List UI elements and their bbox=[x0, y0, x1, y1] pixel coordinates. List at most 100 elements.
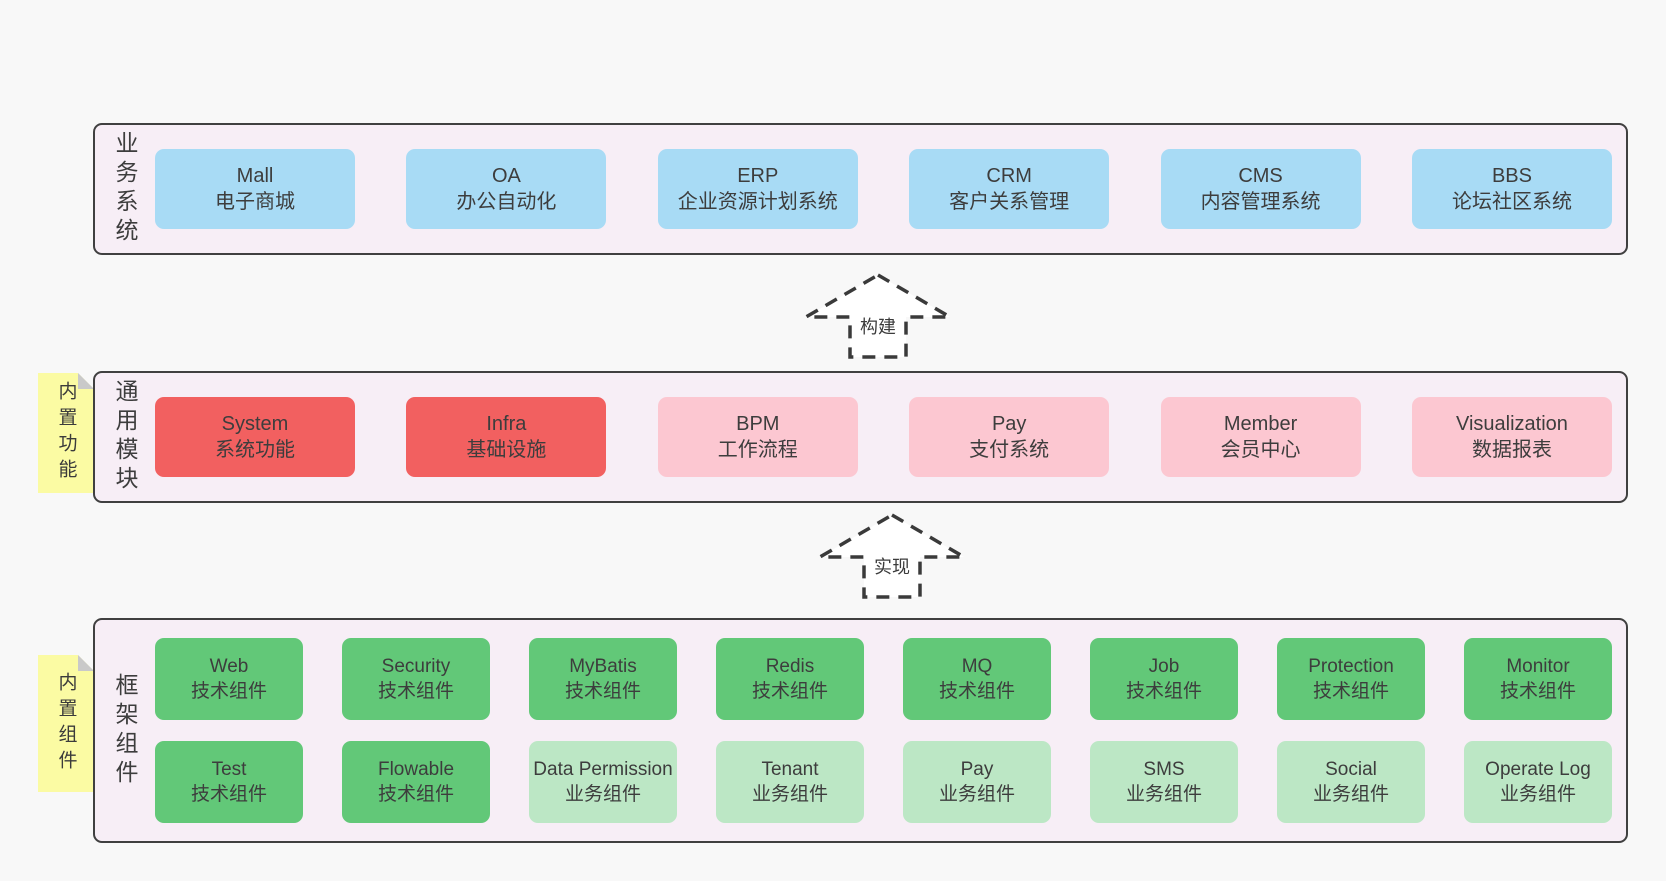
box-subtitle: 基础设施 bbox=[466, 439, 547, 461]
box-subtitle: 数据报表 bbox=[1471, 439, 1552, 461]
framework-components-boxes: Web 技术组件 Security 技术组件 MyBatis 技术组件 Redi… bbox=[155, 620, 1626, 841]
box-subtitle: 业务组件 bbox=[1499, 784, 1576, 805]
folded-corner-icon bbox=[78, 373, 94, 389]
box-title: Infra bbox=[486, 412, 527, 435]
business-systems-boxes: Mall 电子商城 OA 办公自动化 ERP 企业资源计划系统 CRM 客户关系… bbox=[155, 125, 1626, 253]
box-mall: Mall 电子商城 bbox=[155, 149, 355, 229]
box-cms: CMS 内容管理系统 bbox=[1160, 149, 1361, 229]
box-operate-log: Operate Log 业务组件 bbox=[1464, 741, 1612, 823]
box-subtitle: 电子商城 bbox=[215, 191, 295, 213]
box-infra: Infra 基础设施 bbox=[406, 397, 607, 477]
box-test: Test 技术组件 bbox=[155, 741, 303, 823]
box-title: Test bbox=[211, 758, 247, 780]
box-subtitle: 内容管理系统 bbox=[1200, 191, 1321, 213]
box-erp: ERP 企业资源计划系统 bbox=[657, 149, 858, 229]
box-subtitle: 技术组件 bbox=[377, 784, 454, 805]
box-title: Pay bbox=[991, 412, 1027, 435]
common-modules-boxes: System 系统功能 Infra 基础设施 BPM 工作流程 Pay 支付系统… bbox=[155, 373, 1626, 501]
box-title: Data Permission bbox=[533, 758, 673, 780]
box-title: Visualization bbox=[1455, 412, 1568, 435]
components-row-1: Web 技术组件 Security 技术组件 MyBatis 技术组件 Redi… bbox=[155, 638, 1612, 720]
box-title: Social bbox=[1325, 758, 1377, 780]
box-mq: MQ 技术组件 bbox=[903, 638, 1051, 720]
box-mybatis: MyBatis 技术组件 bbox=[529, 638, 677, 720]
sticky-note-built-in-components: 内置组件 bbox=[38, 655, 94, 792]
box-title: MQ bbox=[961, 655, 993, 677]
box-monitor: Monitor 技术组件 bbox=[1464, 638, 1612, 720]
build-arrow: 构建 bbox=[803, 272, 953, 360]
box-subtitle: 客户关系管理 bbox=[949, 191, 1070, 213]
box-subtitle: 支付系统 bbox=[969, 439, 1050, 461]
box-visualization: Visualization 数据报表 bbox=[1411, 397, 1612, 477]
box-title: Monitor bbox=[1506, 655, 1570, 677]
box-data-permission: Data Permission 业务组件 bbox=[529, 741, 677, 823]
box-subtitle: 企业资源计划系统 bbox=[677, 191, 838, 213]
box-title: Pay bbox=[960, 758, 994, 780]
box-subtitle: 业务组件 bbox=[1125, 784, 1202, 805]
sticky-note-built-in-features: 内置功能 bbox=[38, 373, 94, 493]
box-title: MyBatis bbox=[569, 655, 637, 677]
folded-corner-icon bbox=[78, 655, 94, 671]
box-title: SMS bbox=[1143, 758, 1185, 780]
box-subtitle: 技术组件 bbox=[751, 681, 828, 702]
box-subtitle: 技术组件 bbox=[1312, 681, 1389, 702]
box-title: OA bbox=[491, 164, 521, 187]
box-web: Web 技术组件 bbox=[155, 638, 303, 720]
box-subtitle: 办公自动化 bbox=[456, 191, 557, 213]
box-subtitle: 业务组件 bbox=[751, 784, 828, 805]
box-subtitle: 技术组件 bbox=[190, 681, 267, 702]
band-label-framework-components: 框架组件 bbox=[112, 672, 138, 789]
box-subtitle: 系统功能 bbox=[215, 439, 295, 461]
build-arrow-label: 构建 bbox=[857, 313, 899, 339]
box-title: BBS bbox=[1491, 164, 1532, 187]
box-protection: Protection 技术组件 bbox=[1277, 638, 1425, 720]
box-subtitle: 工作流程 bbox=[717, 439, 798, 461]
box-title: System bbox=[221, 412, 289, 435]
box-bbs: BBS 论坛社区系统 bbox=[1411, 149, 1612, 229]
box-title: Operate Log bbox=[1485, 758, 1591, 780]
band-label-business-systems: 业务系统 bbox=[112, 131, 138, 247]
sticky-note-label: 内置组件 bbox=[55, 671, 77, 776]
box-subtitle: 技术组件 bbox=[1125, 681, 1202, 702]
box-subtitle: 技术组件 bbox=[190, 784, 267, 805]
implement-arrow: 实现 bbox=[817, 512, 967, 600]
box-system: System 系统功能 bbox=[155, 397, 355, 477]
box-crm: CRM 客户关系管理 bbox=[909, 149, 1110, 229]
box-subtitle: 技术组件 bbox=[564, 681, 641, 702]
box-subtitle: 技术组件 bbox=[938, 681, 1015, 702]
box-oa: OA 办公自动化 bbox=[406, 149, 607, 229]
box-title: Tenant bbox=[761, 758, 819, 780]
band-common-modules: 通用模块 System 系统功能 Infra 基础设施 BPM 工作流程 Pay… bbox=[93, 371, 1628, 503]
box-job: Job 技术组件 bbox=[1090, 638, 1238, 720]
box-title: Mall bbox=[236, 164, 274, 187]
box-title: CRM bbox=[986, 164, 1032, 187]
box-subtitle: 业务组件 bbox=[564, 784, 641, 805]
box-subtitle: 论坛社区系统 bbox=[1451, 191, 1572, 213]
box-tenant: Tenant 业务组件 bbox=[716, 741, 864, 823]
sticky-note-label: 内置功能 bbox=[55, 381, 77, 485]
band-framework-components: 框架组件 Web 技术组件 Security 技术组件 MyBatis 技术组件… bbox=[93, 618, 1628, 843]
band-business-systems: 业务系统 Mall 电子商城 OA 办公自动化 ERP 企业资源计划系统 CRM… bbox=[93, 123, 1628, 255]
box-subtitle: 会员中心 bbox=[1220, 439, 1301, 461]
box-title: Web bbox=[209, 655, 249, 677]
box-title: Redis bbox=[765, 655, 815, 677]
box-title: CMS bbox=[1238, 164, 1283, 187]
box-title: Member bbox=[1223, 412, 1298, 435]
box-title: BPM bbox=[736, 412, 780, 435]
box-pay-biz: Pay 业务组件 bbox=[903, 741, 1051, 823]
box-title: ERP bbox=[737, 164, 779, 187]
box-sms: SMS 业务组件 bbox=[1090, 741, 1238, 823]
components-row-2: Test 技术组件 Flowable 技术组件 Data Permission … bbox=[155, 741, 1612, 823]
box-title: Job bbox=[1148, 655, 1180, 677]
box-title: Security bbox=[381, 655, 451, 677]
box-subtitle: 业务组件 bbox=[938, 784, 1015, 805]
box-redis: Redis 技术组件 bbox=[716, 638, 864, 720]
box-member: Member 会员中心 bbox=[1160, 397, 1361, 477]
box-title: Protection bbox=[1308, 655, 1394, 677]
box-subtitle: 技术组件 bbox=[1499, 681, 1576, 702]
box-subtitle: 技术组件 bbox=[377, 681, 454, 702]
box-bpm: BPM 工作流程 bbox=[657, 397, 858, 477]
implement-arrow-label: 实现 bbox=[871, 553, 913, 579]
box-social: Social 业务组件 bbox=[1277, 741, 1425, 823]
